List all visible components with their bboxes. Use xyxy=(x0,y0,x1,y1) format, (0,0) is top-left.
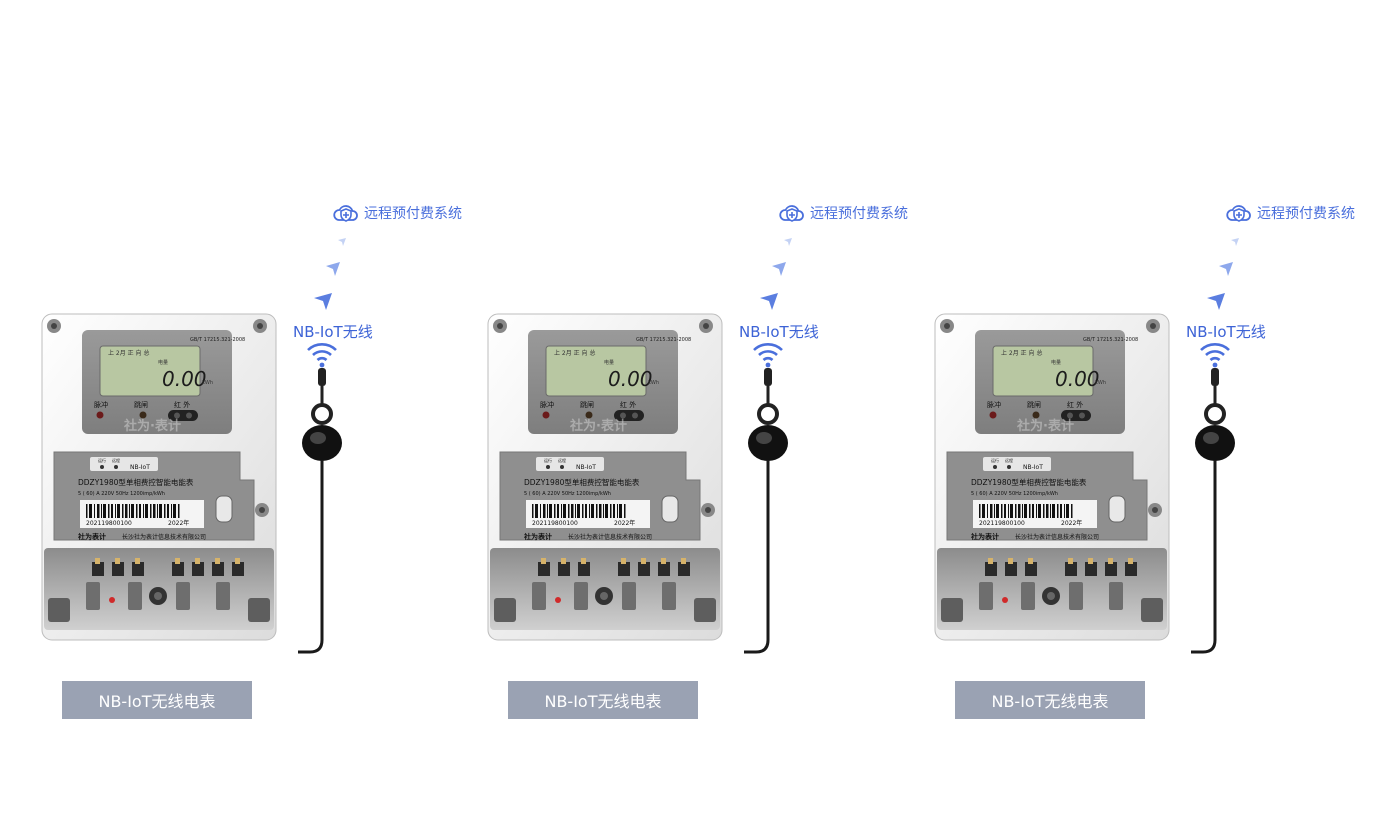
year-text: 2022年 xyxy=(168,519,189,527)
model-text: DDZY1980型单相费控智能电能表 xyxy=(524,477,640,487)
meter-caption: NB-IoT无线电表 xyxy=(955,681,1145,719)
spec-text: 5 ( 60) A 220V 50Hz 1200imp/kWh xyxy=(524,491,611,497)
system-label: 远程预付费系统 xyxy=(1257,206,1355,222)
barcode xyxy=(532,504,626,518)
brand-text: 社为表计 xyxy=(523,532,552,541)
watermark: 社为·表计 xyxy=(1016,418,1074,434)
nb-indicator-label: NB-IoT xyxy=(130,464,150,471)
ir-label: 红 外 xyxy=(620,400,636,409)
meter-unit-2: 远程预付费系统 NB-IoT无线 GB/T 17215.321-2008 上 2… xyxy=(486,190,908,730)
wireless-label: NB-IoT无线 xyxy=(293,323,373,341)
electricity-meter: GB/T 17215.321-2008 上 2月 正 向 总 电量 0.00 k… xyxy=(487,313,723,641)
antenna-cable xyxy=(744,368,788,654)
wifi-icon xyxy=(753,343,783,368)
watermark: 社为·表计 xyxy=(569,418,627,434)
lcd-reading: 0.00 xyxy=(608,367,653,391)
remote-prepaid-system: 远程预付费系统 xyxy=(332,202,462,224)
barcode xyxy=(86,504,180,518)
wifi-icon xyxy=(307,343,337,368)
standard-text: GB/T 17215.321-2008 xyxy=(190,337,245,343)
signal-arrows-icon xyxy=(760,238,792,310)
signal-arrows-icon xyxy=(314,238,346,310)
system-label: 远程预付费系统 xyxy=(810,206,908,222)
cloud-shield-icon xyxy=(779,205,804,222)
company-text: 长沙社为表计信息技术有限公司 xyxy=(122,533,206,541)
system-label: 远程预付费系统 xyxy=(364,206,462,222)
serial-text: 202119800100 xyxy=(979,520,1025,527)
run-indicator-label: 运行 xyxy=(544,457,552,463)
lcd-reading: 0.00 xyxy=(1055,367,1100,391)
lcd-unit-label: 电量 xyxy=(604,359,614,366)
pulse-label: 脉冲 xyxy=(540,400,554,409)
wifi-icon xyxy=(1200,343,1230,368)
nb-indicator-label: NB-IoT xyxy=(1023,464,1043,471)
ir-label: 红 外 xyxy=(174,400,190,409)
lcd-top-text: 上 2月 正 向 总 xyxy=(1001,349,1042,357)
model-text: DDZY1980型单相费控智能电能表 xyxy=(78,477,194,487)
cloud-shield-icon xyxy=(1226,205,1251,222)
meter-unit-3: 远程预付费系统 NB-IoT无线 GB/T 17215.321-2008 上 2… xyxy=(933,190,1355,730)
antenna-cable xyxy=(1191,368,1235,654)
meter-caption: NB-IoT无线电表 xyxy=(62,681,252,719)
trip-label: 跳闸 xyxy=(134,400,148,409)
cloud-shield-icon xyxy=(333,205,358,222)
electricity-meter: GB/T 17215.321-2008 上 2月 正 向 总 电量 0.00 k… xyxy=(934,313,1170,641)
antenna-cable xyxy=(298,368,342,654)
brand-text: 社为表计 xyxy=(77,532,106,541)
remote-indicator-label: 远程 xyxy=(1005,457,1013,463)
electricity-meter: GB/T 17215.321-2008 上 2月 正 向 总 电量 0.00 k… xyxy=(41,313,277,641)
meter-unit-1: 远程预付费系统 NB-IoT无线 GB/T 17215.321-2008 上 2… xyxy=(40,190,462,730)
trip-label: 跳闸 xyxy=(1027,400,1041,409)
lcd-unit: kWh xyxy=(648,380,659,386)
signal-arrows-icon xyxy=(1207,238,1239,310)
pulse-label: 脉冲 xyxy=(94,400,108,409)
standard-text: GB/T 17215.321-2008 xyxy=(1083,337,1138,343)
serial-text: 202119800100 xyxy=(86,520,132,527)
meter-caption: NB-IoT无线电表 xyxy=(508,681,698,719)
nb-indicator-label: NB-IoT xyxy=(576,464,596,471)
lcd-reading: 0.00 xyxy=(162,367,207,391)
serial-text: 202119800100 xyxy=(532,520,578,527)
ir-label: 红 外 xyxy=(1067,400,1083,409)
wireless-label: NB-IoT无线 xyxy=(739,323,819,341)
pulse-label: 脉冲 xyxy=(987,400,1001,409)
lcd-top-text: 上 2月 正 向 总 xyxy=(108,349,149,357)
year-text: 2022年 xyxy=(1061,519,1082,527)
watermark: 社为·表计 xyxy=(123,418,181,434)
trip-label: 跳闸 xyxy=(580,400,594,409)
brand-text: 社为表计 xyxy=(970,532,999,541)
remote-indicator-label: 远程 xyxy=(558,457,566,463)
lcd-unit-label: 电量 xyxy=(1051,359,1061,366)
run-indicator-label: 运行 xyxy=(98,457,106,463)
lcd-unit: kWh xyxy=(202,380,213,386)
standard-text: GB/T 17215.321-2008 xyxy=(636,337,691,343)
remote-indicator-label: 远程 xyxy=(112,457,120,463)
run-indicator-label: 运行 xyxy=(991,457,999,463)
lcd-unit: kWh xyxy=(1095,380,1106,386)
remote-prepaid-system: 远程预付费系统 xyxy=(1225,202,1355,224)
wireless-label: NB-IoT无线 xyxy=(1186,323,1266,341)
company-text: 长沙社为表计信息技术有限公司 xyxy=(1015,533,1099,541)
spec-text: 5 ( 60) A 220V 50Hz 1200imp/kWh xyxy=(78,491,165,497)
spec-text: 5 ( 60) A 220V 50Hz 1200imp/kWh xyxy=(971,491,1058,497)
company-text: 长沙社为表计信息技术有限公司 xyxy=(568,533,652,541)
remote-prepaid-system: 远程预付费系统 xyxy=(778,202,908,224)
model-text: DDZY1980型单相费控智能电能表 xyxy=(971,477,1087,487)
barcode xyxy=(979,504,1073,518)
lcd-top-text: 上 2月 正 向 总 xyxy=(554,349,595,357)
year-text: 2022年 xyxy=(614,519,635,527)
lcd-unit-label: 电量 xyxy=(158,359,168,366)
